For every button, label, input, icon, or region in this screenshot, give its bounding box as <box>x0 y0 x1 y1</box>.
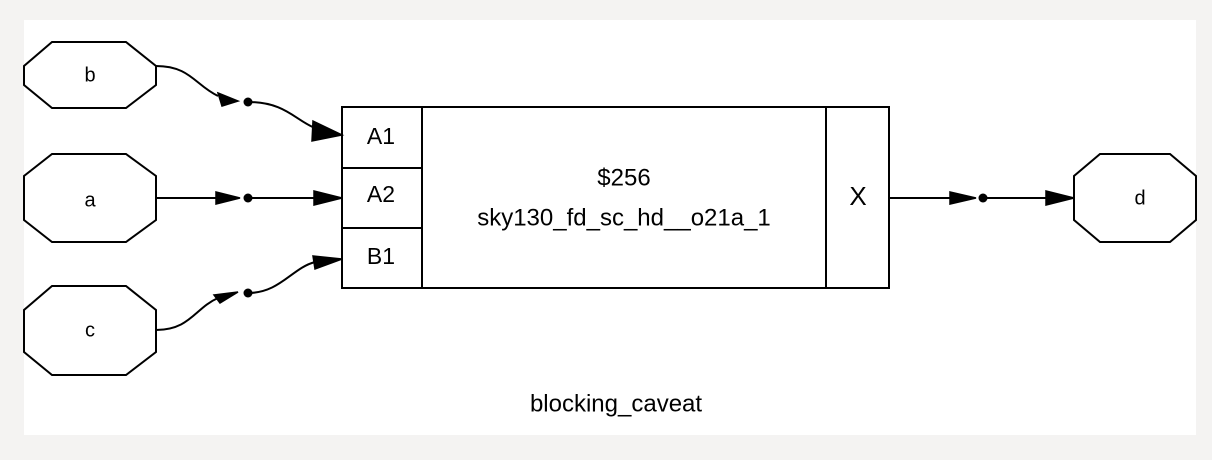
input-port-b-label: b <box>84 64 95 86</box>
input-port-a-label: a <box>84 189 96 211</box>
cell-pin-A1: A1 <box>367 123 395 149</box>
diagram-title: blocking_caveat <box>530 390 702 417</box>
input-port-c-label: c <box>85 319 95 341</box>
input-port-c: c <box>23 285 157 376</box>
cell-pin-X: X <box>849 181 866 211</box>
input-port-b: b <box>23 41 157 109</box>
cell-id: $256 <box>597 164 650 191</box>
wire-c-to-B1 <box>155 255 343 331</box>
cell-pin-A2: A2 <box>367 181 395 207</box>
cell-pin-B1: B1 <box>367 243 395 269</box>
output-port-d-label: d <box>1134 187 1145 209</box>
wire-X-to-d <box>889 190 1075 206</box>
output-port-d: d <box>1073 153 1197 243</box>
input-port-a: a <box>23 153 157 243</box>
wire-a-to-A2 <box>156 190 343 206</box>
cell-type: sky130_fd_sc_hd__o21a_1 <box>477 204 771 231</box>
diagram-canvas: b a c d A1 A2 B1 $256 sky130_fd_sc_hd__o… <box>23 20 1197 435</box>
wire-b-to-A1 <box>155 65 345 142</box>
cell-box: A1 A2 B1 $256 sky130_fd_sc_hd__o21a_1 X <box>341 106 890 289</box>
